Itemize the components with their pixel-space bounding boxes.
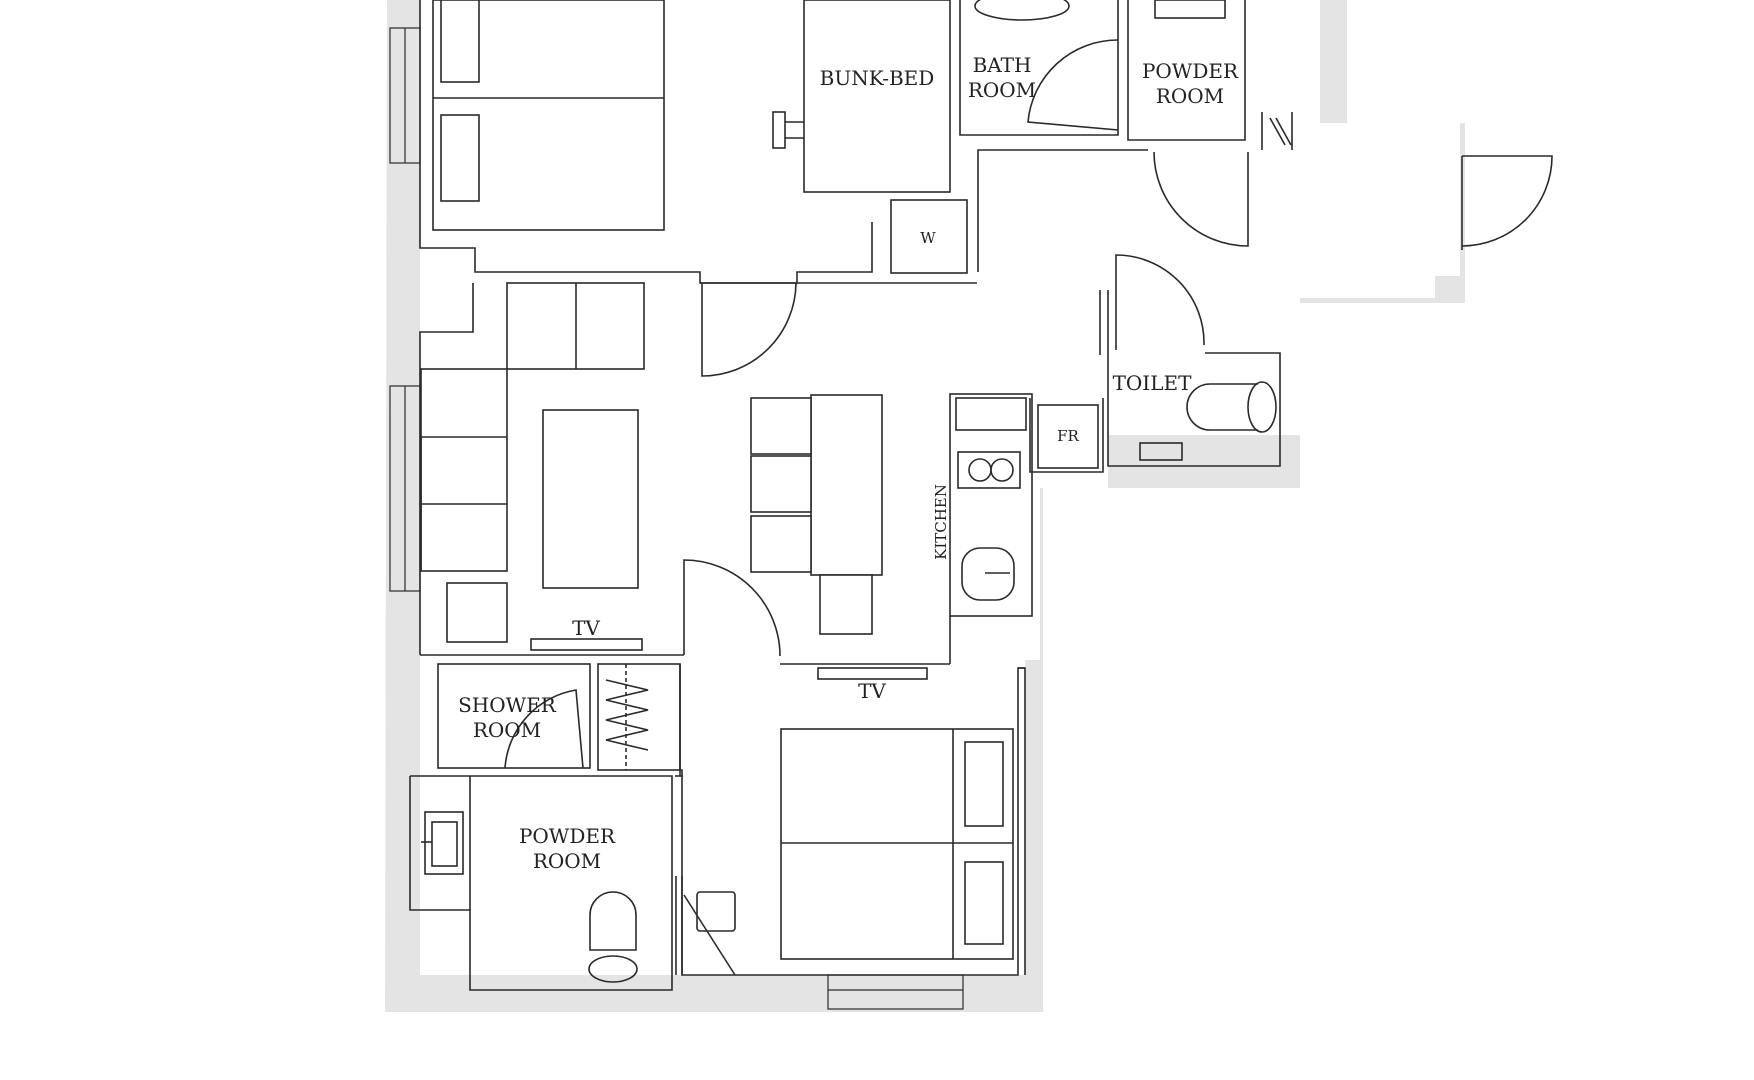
bottom-window [827, 974, 964, 1010]
toilet-label: TOILET [1113, 371, 1193, 395]
powder-room-bottom-label-2: ROOM [533, 849, 601, 873]
shower-room [437, 663, 591, 769]
desk-bottom [675, 876, 736, 976]
fr-label: FR [1057, 427, 1079, 445]
bath-room-top [959, 0, 1119, 136]
dining-set [750, 394, 883, 635]
left-windows [389, 27, 421, 592]
bath-room-label-1: BATH [973, 53, 1032, 77]
bath-room-label-2: ROOM [968, 78, 1036, 102]
living-furniture [420, 282, 645, 651]
living-room-walls [419, 282, 951, 665]
toilet-room [1099, 254, 1281, 467]
tv-bedroom [817, 667, 928, 680]
fridge [1029, 398, 1104, 473]
shower-room-label-1: SHOWER [458, 693, 557, 717]
wardrobe [597, 663, 683, 777]
powder-room-top-label-2: ROOM [1156, 84, 1224, 108]
kitchen-counter [949, 393, 1033, 617]
tv-living-label: TV [572, 616, 600, 640]
powder-room-top [1127, 0, 1246, 141]
kitchen-label: KITCHEN [932, 484, 950, 560]
bed-top [432, 0, 665, 231]
bunk-bed [772, 0, 951, 193]
floor-upper [420, 0, 1460, 660]
powder-room-top-label-1: POWDER [1142, 59, 1239, 83]
powder-room-bottom [409, 775, 673, 991]
tv-bedroom-label: TV [858, 679, 886, 703]
bunk-bed-label: BUNK-BED [820, 66, 935, 90]
bed-bottom [780, 728, 1014, 960]
w-closet [890, 199, 968, 274]
shower-room-label-2: ROOM [473, 718, 541, 742]
powder-room-bottom-label-1: POWDER [519, 824, 616, 848]
corridor-walls [977, 112, 1553, 272]
bedroom-top-walls [419, 0, 977, 284]
w-label: W [920, 229, 936, 247]
